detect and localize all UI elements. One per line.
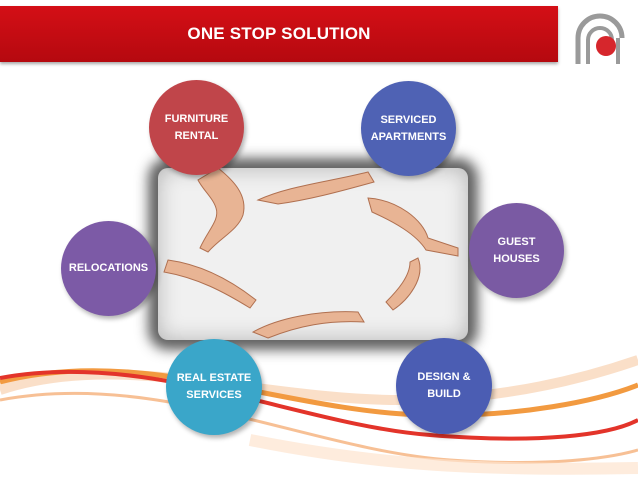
service-guest-houses: GUEST HOUSES [469, 203, 564, 298]
service-label: RELOCATIONS [68, 262, 149, 274]
company-logo-icon [575, 13, 625, 64]
service-label: REAL ESTATE SERVICES [176, 372, 252, 401]
service-label: FURNITURE RENTAL [164, 112, 229, 142]
service-label: GUEST HOUSES [493, 235, 540, 265]
decorative-swoosh [0, 355, 638, 475]
service-serviced-apartments: SERVICED APARTMENTS [361, 81, 456, 176]
page-title: ONE STOP SOLUTION [187, 24, 371, 43]
service-relocations: RELOCATIONS [61, 221, 156, 316]
service-furniture-rental: FURNITURE RENTAL [149, 80, 244, 175]
service-design-build: DESIGN & BUILD [396, 338, 492, 434]
header-band [0, 6, 558, 62]
service-real-estate-services: REAL ESTATE SERVICES [166, 339, 262, 435]
service-label: DESIGN & BUILD [417, 371, 471, 400]
service-label: SERVICED APARTMENTS [370, 113, 447, 143]
circle-of-hands-image [163, 167, 459, 339]
